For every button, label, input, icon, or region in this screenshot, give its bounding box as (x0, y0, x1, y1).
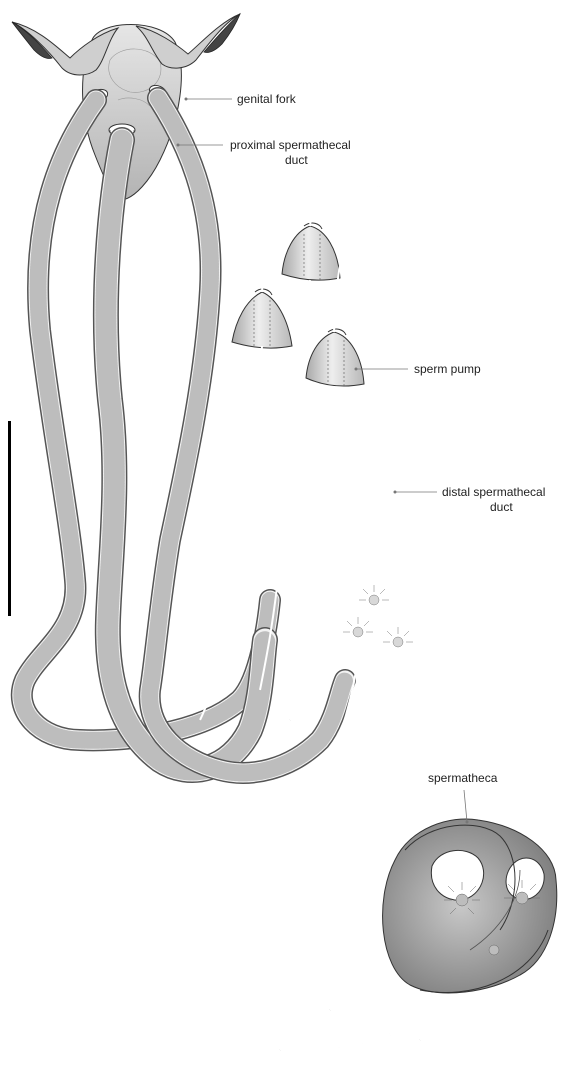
label-distal-duct-line2: duct (490, 500, 513, 514)
label-proximal-duct-line2: duct (285, 153, 308, 167)
label-genital-fork: genital fork (237, 92, 297, 106)
annotation-spermatheca: spermatheca (428, 771, 498, 824)
spermatheca-organ (383, 819, 557, 993)
scale-bar (8, 421, 11, 616)
annotation-genital-fork: genital fork (185, 92, 297, 106)
label-sperm-pump: sperm pump (414, 362, 481, 376)
label-spermatheca: spermatheca (428, 771, 498, 785)
label-proximal-duct-line1: proximal spermathecal (230, 138, 351, 152)
annotation-distal-duct: distal spermathecal duct (394, 485, 546, 514)
label-distal-duct-line1: distal spermathecal (442, 485, 545, 499)
